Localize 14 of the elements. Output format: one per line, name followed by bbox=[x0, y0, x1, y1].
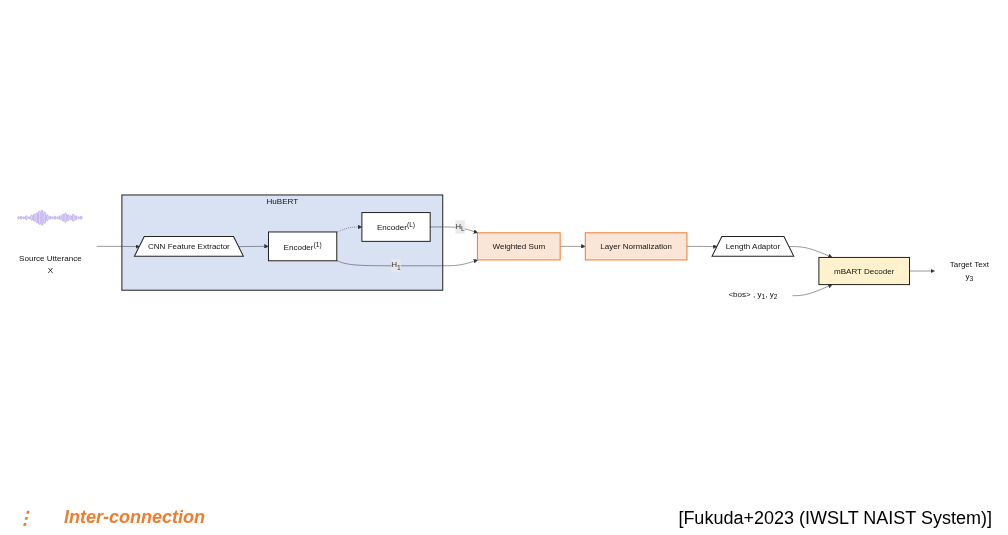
node-box: mBART Decoder bbox=[818, 256, 911, 286]
node-label: Source Utterance bbox=[19, 253, 82, 263]
note-text: ⋮ bbox=[16, 507, 34, 529]
node-box: Encoder$^{(L)}$ bbox=[361, 212, 431, 242]
node-box: Encoder$^{(1)}$ bbox=[267, 231, 338, 262]
node-box: Weighted Sum bbox=[476, 232, 561, 261]
node-text: Target Text y$_{3}$ bbox=[949, 259, 989, 283]
edge-label: H$_{L}$ bbox=[455, 221, 465, 233]
caption: [Fukuda+2023 (IWSLT NAIST System)] bbox=[678, 507, 992, 529]
node-box: Layer Normalization bbox=[584, 232, 688, 261]
edge-label: H$_{1}$ bbox=[391, 260, 401, 272]
note-text: Inter-connection bbox=[64, 507, 205, 529]
node-text: <bos> , y$_{1}$, y$_{2}$ bbox=[728, 290, 778, 301]
node-label: X bbox=[47, 265, 54, 275]
